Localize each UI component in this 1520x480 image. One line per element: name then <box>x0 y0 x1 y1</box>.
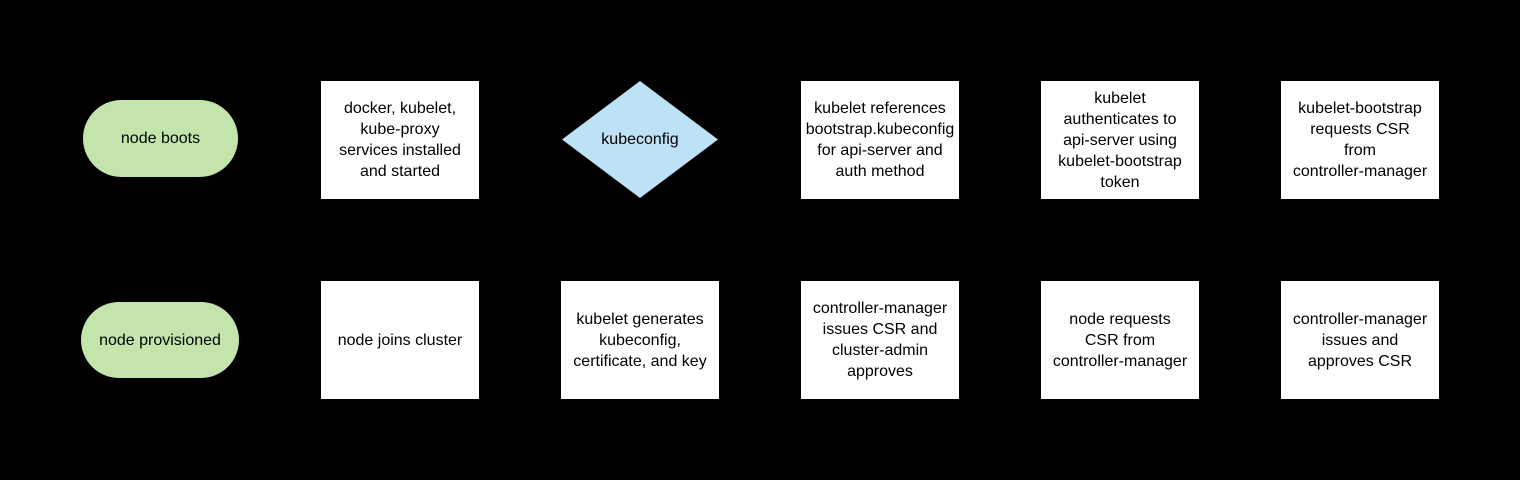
process-node-joins-cluster: node joins cluster <box>321 281 479 399</box>
terminator-node-boots: node boots <box>83 100 238 177</box>
process-controller-manager-issues-and-approves-csr-label: controller-manager issues and approves C… <box>1292 310 1428 370</box>
process-node-joins-cluster-label: node joins cluster <box>337 331 463 349</box>
process-services-installed-label: docker, kubelet, kube-proxy services ins… <box>339 100 461 180</box>
process-kubelet-generates-kubeconfig-label: kubelet generates kubeconfig, certificat… <box>573 310 707 370</box>
process-kubelet-authenticates-label: kubelet authenticates to api-server usin… <box>1058 89 1182 191</box>
process-kubelet-references-bootstrap-kubeconfig: kubelet references bootstrap.kubeconfig … <box>801 81 959 199</box>
process-services-installed: docker, kubelet, kube-proxy services ins… <box>321 81 479 199</box>
decision-kubeconfig-label: kubeconfig <box>601 131 679 148</box>
process-kubelet-bootstrap-requests-csr-label: kubelet-bootstrap requests CSR from cont… <box>1292 100 1428 180</box>
process-kubelet-generates-kubeconfig: kubelet generates kubeconfig, certificat… <box>561 281 719 399</box>
process-controller-manager-issues-and-approves-csr: controller-manager issues and approves C… <box>1281 281 1439 399</box>
process-kubelet-authenticates: kubelet authenticates to api-server usin… <box>1041 81 1199 199</box>
process-kubelet-bootstrap-requests-csr: kubelet-bootstrap requests CSR from cont… <box>1281 81 1439 199</box>
process-node-requests-csr-label: node requests CSR from controller-manage… <box>1052 310 1188 370</box>
process-node-requests-csr: node requests CSR from controller-manage… <box>1041 281 1199 399</box>
process-controller-manager-issues-csr-cluster-admin-approves-label: controller-manager issues CSR and cluste… <box>812 300 948 380</box>
terminator-node-provisioned-label: node provisioned <box>99 331 221 349</box>
terminator-node-boots-label: node boots <box>120 130 201 147</box>
decision-kubeconfig: kubeconfig <box>562 81 718 198</box>
terminator-node-provisioned: node provisioned <box>81 302 239 378</box>
process-controller-manager-issues-csr-cluster-admin-approves: controller-manager issues CSR and cluste… <box>801 281 959 399</box>
process-kubelet-references-bootstrap-kubeconfig-label: kubelet references bootstrap.kubeconfig … <box>805 100 955 180</box>
